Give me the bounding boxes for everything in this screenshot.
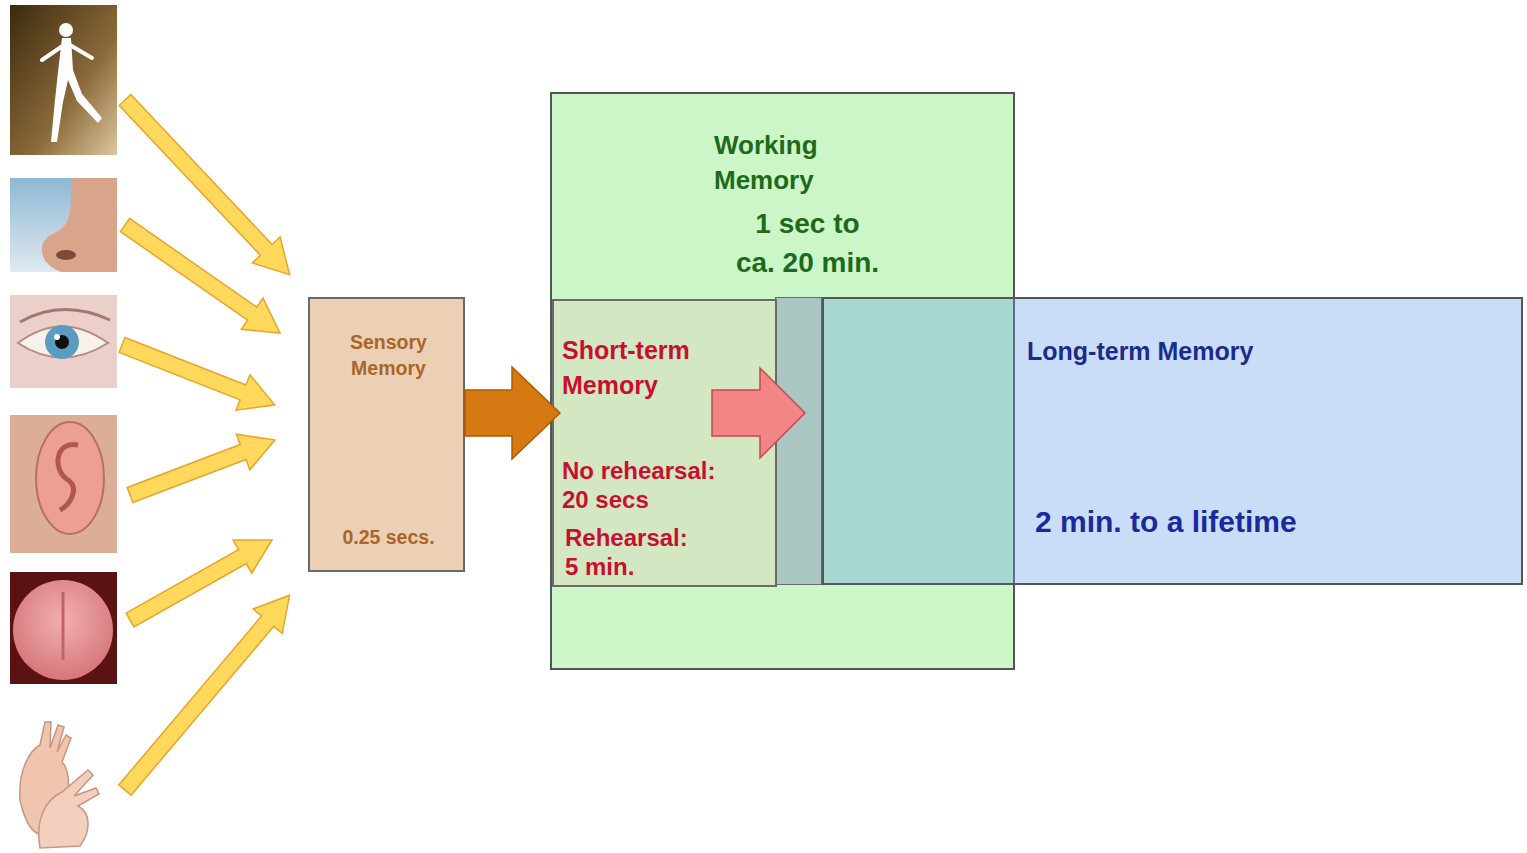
duration-label: 0.25 secs.: [310, 525, 467, 550]
duration-label: No rehearsal: 20 secs: [562, 456, 737, 515]
flow-arrow: [712, 368, 805, 458]
ear-icon: [10, 415, 117, 553]
hand-icon: [20, 722, 99, 848]
input-arrows: [110, 87, 304, 802]
box-title: Working Memory: [714, 128, 864, 198]
box-title: Long-term Memory: [1027, 335, 1253, 368]
memory-box: Short-term Memory No rehearsal: 20 secsRe…: [552, 299, 777, 587]
eye-icon: [10, 295, 117, 388]
memory-band: Long-term Memory 2 min. to a lifetime: [822, 297, 1523, 585]
arrow-shape: [465, 367, 560, 459]
duration-label: Rehearsal: 5 min.: [565, 523, 700, 582]
memory-box: Sensory Memory 0.25 secs.: [308, 297, 465, 572]
nose-icon: [10, 178, 117, 272]
overlap-band: [775, 297, 822, 585]
box-title: Short-term Memory: [562, 333, 762, 403]
box-title: Sensory Memory: [310, 329, 467, 382]
duration-label: 1 sec to ca. 20 min.: [734, 204, 881, 282]
duration-label: 2 min. to a lifetime: [1035, 502, 1297, 541]
tongue-icon: [10, 572, 117, 684]
dancer-icon: [10, 5, 117, 155]
arrow-shape: [712, 368, 805, 458]
flow-arrow: [465, 367, 560, 459]
